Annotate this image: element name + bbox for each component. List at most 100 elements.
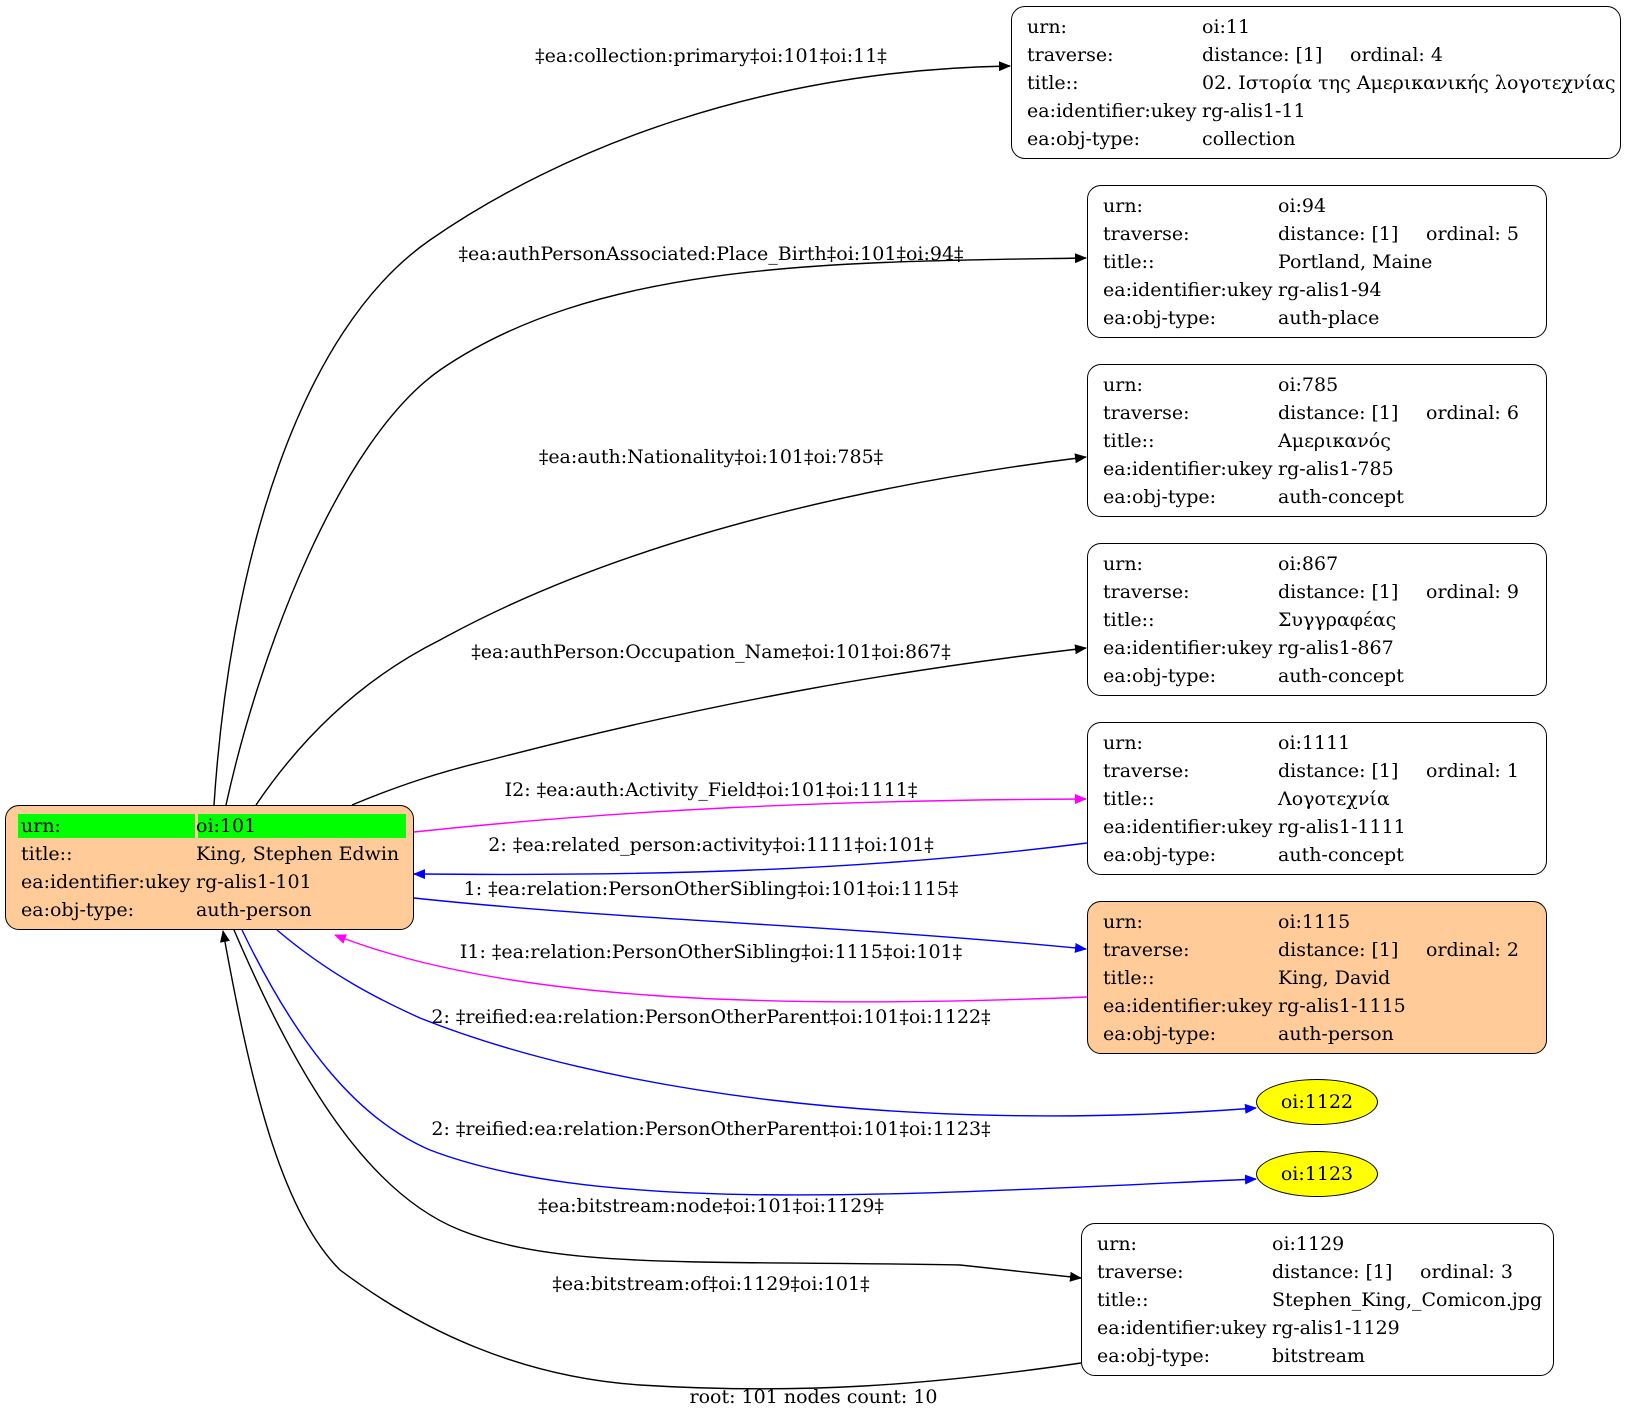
ellipse-label: oi:1122 (1280, 1091, 1354, 1113)
ukey-label: ea:identifier:ukey (21, 871, 191, 893)
title-value: King, Stephen Edwin (196, 843, 400, 865)
node-oi-785[interactable]: urn:oi:785 traverse:distance: [1]ordinal… (1087, 364, 1547, 517)
edge-path (413, 794, 1087, 833)
type-label: ea:obj-type: (1103, 307, 1217, 329)
node-oi-1123[interactable]: oi:1123 (1256, 1151, 1378, 1197)
edge-label: I1: ‡ea:relation:PersonOtherSibling‡oi:1… (460, 941, 962, 963)
edge-label: ‡ea:authPersonAssociated:Place_Birth‡oi:… (458, 243, 963, 265)
urn-label: urn: (21, 815, 61, 837)
type-label: ea:obj-type: (1103, 665, 1217, 687)
type-value: auth-person (196, 899, 312, 921)
edge-label: ‡ea:bitstream:of‡oi:1129‡oi:101‡ (552, 1273, 869, 1295)
ukey-value: rg-alis1-785 (1278, 458, 1394, 480)
node-oi-11[interactable]: urn:oi:11 traverse:distance: [1]ordinal:… (1011, 6, 1621, 159)
ellipse-label: oi:1123 (1280, 1163, 1354, 1185)
node-oi-94[interactable]: urn: oi:94 traverse: distance: [1] ordinal:… (1087, 185, 1547, 338)
edge-path (220, 930, 1082, 1390)
title-value: Αμερικανός (1278, 430, 1391, 452)
type-label: ea:obj-type: (21, 899, 135, 921)
edge-label: 2: ‡reified:ea:relation:PersonOtherParen… (431, 1006, 990, 1028)
ordinal-value: ordinal: 4 (1350, 44, 1443, 66)
edge-label: ‡ea:authPerson:Occupation_Name‡oi:101‡oi… (471, 641, 951, 663)
ukey-value: rg-alis1-11 (1202, 100, 1306, 122)
edge-label: I2: ‡ea:auth:Activity_Field‡oi:101‡oi:11… (505, 779, 918, 801)
ordinal-value: ordinal: 5 (1426, 223, 1519, 245)
urn-label: urn: (1027, 16, 1067, 38)
type-value: auth-place (1278, 307, 1380, 329)
traverse-label: traverse: (1103, 223, 1190, 245)
distance-value: distance: [1] (1278, 223, 1399, 245)
title-label: title:: (21, 843, 73, 865)
urn-label: urn: (1103, 195, 1143, 217)
edge-label: ‡ea:bitstream:node‡oi:101‡oi:1129‡ (538, 1195, 884, 1217)
distance-value: distance: [1] (1272, 1261, 1393, 1283)
title-value: 02. Ιστορία της Αμερικανικής λογοτεχνίας (1202, 72, 1616, 94)
urn-value: oi:94 (1278, 195, 1327, 217)
ukey-label: ea:identifier:ukey (1027, 100, 1197, 122)
ukey-value: rg-alis1-94 (1278, 279, 1382, 301)
urn-value: oi:11 (1202, 16, 1251, 38)
node-oi-1111[interactable]: urn:oi:1111 traverse:distance: [1]ordina… (1087, 722, 1547, 875)
title-label: title:: (1103, 251, 1155, 273)
title-value: Συγγραφέας (1278, 609, 1397, 631)
urn-value: oi:867 (1278, 553, 1339, 575)
distance-value: distance: [1] (1278, 581, 1399, 603)
edge-path (213, 61, 1011, 806)
ukey-value: rg-alis1-1111 (1278, 816, 1406, 838)
ukey-value: rg-alis1-101 (196, 871, 312, 893)
title-value: Portland, Maine (1278, 251, 1433, 273)
node-oi-1115[interactable]: urn:oi:1115 traverse:distance: [1]ordina… (1087, 901, 1547, 1054)
title-value: King, David (1278, 967, 1391, 989)
type-label: ea:obj-type: (1027, 128, 1141, 150)
edge-path (233, 929, 1082, 1282)
node-oi-867[interactable]: urn:oi:867 traverse:distance: [1]ordinal… (1087, 543, 1547, 696)
title-value: Stephen_King,_Comicon.jpg (1272, 1289, 1543, 1311)
edge-path (276, 929, 1257, 1117)
edge-label: ‡ea:collection:primary‡oi:101‡oi:11‡ (535, 45, 887, 67)
type-label: ea:obj-type: (1097, 1345, 1211, 1367)
urn-value: oi:1115 (1278, 911, 1351, 933)
type-label: ea:obj-type: (1103, 844, 1217, 866)
ordinal-value: ordinal: 6 (1426, 402, 1519, 424)
traverse-label: traverse: (1103, 760, 1190, 782)
node-oi-1129[interactable]: urn: oi:1129 traverse: distance: [1] ordina… (1081, 1223, 1554, 1376)
urn-value: oi:1129 (1272, 1233, 1345, 1255)
distance-value: distance: [1] (1202, 44, 1323, 66)
urn-value: oi:1111 (1278, 732, 1351, 754)
edge-path (225, 253, 1087, 806)
edge-label: 2: ‡reified:ea:relation:PersonOtherParen… (431, 1118, 990, 1140)
ukey-label: ea:identifier:ukey (1103, 458, 1273, 480)
graph-footer: root: 101 nodes count: 10 (689, 1386, 938, 1408)
type-value: auth-concept (1278, 486, 1404, 508)
title-label: title:: (1103, 788, 1155, 810)
traverse-label: traverse: (1103, 581, 1190, 603)
type-value: auth-concept (1278, 844, 1404, 866)
urn-label: urn: (1103, 374, 1143, 396)
title-label: title:: (1103, 609, 1155, 631)
urn-label: urn: (1103, 553, 1143, 575)
ordinal-value: ordinal: 3 (1420, 1261, 1513, 1283)
ukey-value: rg-alis1-867 (1278, 637, 1394, 659)
ukey-label: ea:identifier:ukey (1103, 279, 1273, 301)
edge-path (351, 644, 1087, 806)
distance-value: distance: [1] (1278, 760, 1399, 782)
urn-label: urn: (1097, 1233, 1137, 1255)
ukey-label: ea:identifier:ukey (1103, 637, 1273, 659)
urn-value: oi:785 (1278, 374, 1339, 396)
ukey-value: rg-alis1-1115 (1278, 995, 1406, 1017)
urn-label: urn: (1103, 911, 1143, 933)
ukey-label: ea:identifier:ukey (1103, 816, 1273, 838)
root-node[interactable]: urn: oi:101 title:: King, Stephen Edwin … (5, 805, 414, 930)
type-value: bitstream (1272, 1345, 1365, 1367)
traverse-label: traverse: (1097, 1261, 1184, 1283)
urn-value: oi:101 (196, 815, 257, 837)
node-oi-1122[interactable]: oi:1122 (1256, 1079, 1378, 1125)
distance-value: distance: [1] (1278, 939, 1399, 961)
distance-value: distance: [1] (1278, 402, 1399, 424)
urn-highlight (198, 814, 406, 838)
edge-label: 2: ‡ea:related_person:activity‡oi:1111‡o… (488, 834, 933, 856)
edge-path (413, 897, 1087, 953)
ukey-label: ea:identifier:ukey (1103, 995, 1273, 1017)
type-value: auth-person (1278, 1023, 1394, 1045)
